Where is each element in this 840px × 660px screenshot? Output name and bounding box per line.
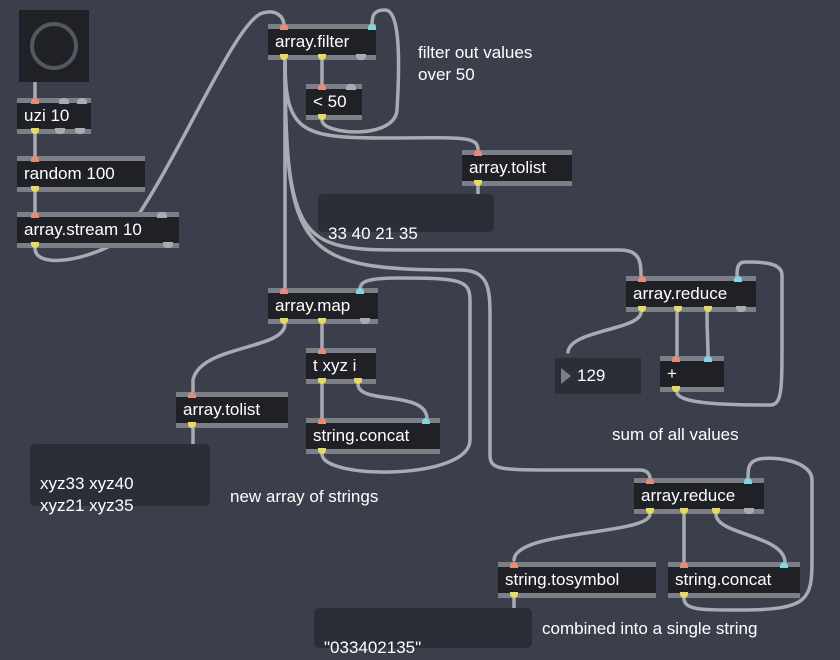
- uzi-object[interactable]: uzi 10: [17, 98, 91, 134]
- array-reduce-label: array.reduce: [633, 284, 728, 303]
- less-than-object[interactable]: < 50: [306, 84, 362, 120]
- patch-cord: [33, 10, 286, 263]
- array-map-label: array.map: [275, 296, 351, 315]
- array-tolist-label: array.tolist: [469, 158, 547, 177]
- patch-cord: [320, 276, 472, 474]
- sum-number-value: 129: [577, 366, 606, 385]
- patch-cord: [320, 8, 401, 134]
- array-filter-object[interactable]: array.filter: [268, 24, 376, 60]
- array-stream-object[interactable]: array.stream 10: [17, 212, 179, 248]
- combined-comment: combined into a single string: [542, 619, 758, 638]
- less-than-label: < 50: [313, 92, 347, 111]
- patch-cord: [283, 58, 652, 480]
- array-reduce-object-sum[interactable]: array.reduce: [626, 276, 756, 312]
- random-label: random 100: [24, 164, 115, 183]
- string-concat-object-reduce[interactable]: string.concat: [668, 562, 800, 598]
- filter-comment: filter out values over 50: [418, 43, 533, 84]
- patch-cord: [714, 512, 787, 564]
- string-concat-reduce-label: string.concat: [675, 570, 772, 589]
- array-map-object[interactable]: array.map: [268, 288, 378, 324]
- array-tolist-object-top[interactable]: array.tolist: [462, 150, 572, 186]
- plus-object[interactable]: +: [660, 356, 724, 392]
- new-array-comment: new array of strings: [230, 487, 379, 506]
- strings-message-text: xyz33 xyz40 xyz21 xyz35: [40, 474, 134, 515]
- array-stream-label: array.stream 10: [24, 220, 142, 239]
- array-reduce-string-label: array.reduce: [641, 486, 736, 505]
- combined-message[interactable]: "033402135": [314, 608, 532, 657]
- sum-comment: sum of all values: [612, 425, 739, 444]
- string-tosymbol-object[interactable]: string.tosymbol: [498, 562, 656, 598]
- bang-button[interactable]: [19, 10, 89, 82]
- patch-cord: [512, 512, 652, 562]
- string-concat-object-map[interactable]: string.concat: [306, 418, 440, 454]
- random-object[interactable]: random 100: [17, 156, 145, 192]
- filtered-message[interactable]: 33 40 21 35: [318, 194, 494, 243]
- trigger-object[interactable]: t xyz i: [306, 348, 376, 384]
- trigger-label: t xyz i: [313, 356, 357, 375]
- string-concat-label: string.concat: [313, 426, 410, 445]
- string-tosymbol-label: string.tosymbol: [505, 570, 620, 589]
- patch-cord: [191, 322, 287, 394]
- array-reduce-object-string[interactable]: array.reduce: [634, 478, 764, 514]
- plus-label: +: [667, 364, 677, 383]
- combined-message-text: "033402135": [324, 638, 422, 657]
- filtered-message-text: 33 40 21 35: [328, 224, 418, 243]
- patch-cord: [283, 58, 480, 152]
- array-tolist-left-label: array.tolist: [183, 400, 261, 419]
- strings-message[interactable]: xyz33 xyz40 xyz21 xyz35: [30, 444, 210, 515]
- uzi-label: uzi 10: [24, 106, 70, 125]
- patch-cord: [705, 310, 710, 358]
- patch-cord: [682, 456, 814, 612]
- patch-cord: [566, 310, 643, 354]
- patch-cord: [675, 260, 784, 407]
- number-triangle-icon: [561, 368, 571, 384]
- array-tolist-object-left[interactable]: array.tolist: [176, 392, 288, 428]
- patch-cord: [356, 382, 429, 420]
- array-filter-label: array.filter: [275, 32, 350, 51]
- bang-ring-icon: [30, 22, 78, 70]
- sum-number-box[interactable]: 129: [555, 358, 641, 394]
